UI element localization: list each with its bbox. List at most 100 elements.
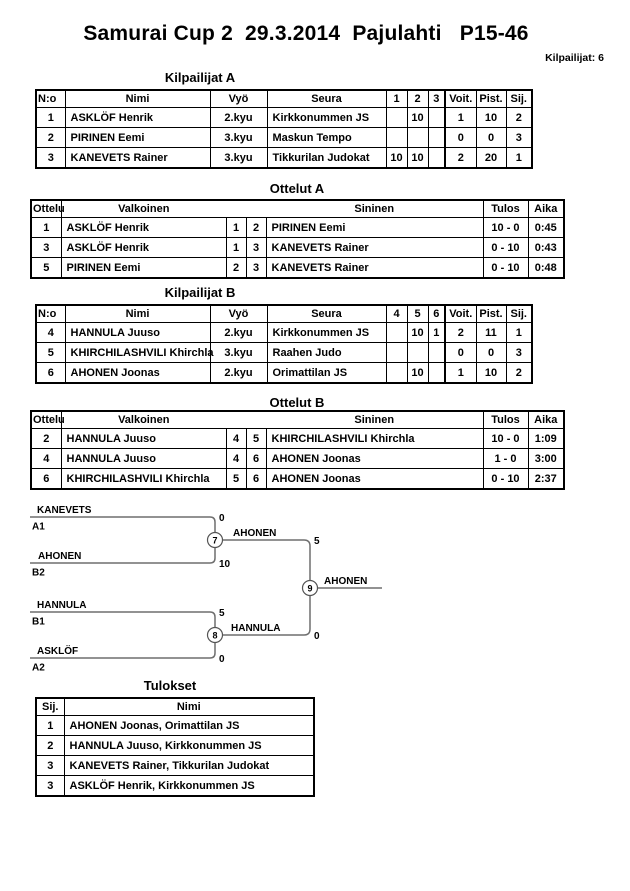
result-row: 2 HANNULA Juuso, Kirkkonummen JS [35,735,315,756]
results-table: Sij. Nimi 1 AHONEN Joonas, Orimattilan J… [35,697,315,797]
place: 1 [505,147,533,169]
place: 2 [505,107,533,128]
col-header-m1: 1 [385,89,408,108]
bracket-entry-name: KANEVETS [37,505,92,516]
pool-b-table: N:o Nimi Vyö Seura 4 5 6 Voit. Pist. Sij… [35,304,533,384]
bracket-entry-name: AHONEN [38,551,81,562]
match-number: 1 [30,217,62,238]
pool-b-header-row: N:o Nimi Vyö Seura 4 5 6 Voit. Pist. Sij… [35,304,533,323]
col-header-club: Seura [266,89,387,108]
place: 1 [505,322,533,343]
competitor-row: 3 KANEVETS Rainer 3.kyu Tikkurilan Judok… [35,147,533,169]
match-points [427,362,446,384]
points: 0 [475,342,507,363]
results-header-row: Sij. Nimi [35,697,315,716]
col-header-points: Pist. [475,304,507,323]
match-number: 3 [30,237,62,258]
bracket-score: 5 [314,536,320,547]
white-number: 5 [225,468,247,490]
wins: 2 [444,147,477,169]
bracket-line [222,595,311,636]
competitor-name: KANEVETS Rainer [64,147,211,169]
match-result: 1 - 0 [482,448,529,469]
bracket-score: 10 [219,559,231,570]
competitor-belt: 2.kyu [209,107,268,128]
competitor-row: 1 ASKLÖF Henrik 2.kyu Kirkkonummen JS 10… [35,107,533,128]
match-result: 0 - 10 [482,237,529,258]
col-header-place: Sij. [505,304,533,323]
match-row: 6 KHIRCHILASHVILI Khirchla 5 6 AHONEN Jo… [30,468,565,490]
blue-competitor: PIRINEN Eemi [265,217,484,238]
matches-b-header-row: Ottelu Valkoinen Sininen Tulos Aika [30,410,565,429]
white-number: 1 [225,237,247,258]
competitor-name: KHIRCHILASHVILI Khirchla [64,342,214,363]
blue-number: 3 [245,237,267,258]
medal-bracket: 7 8 9 KANEVETS A1 0 AHONEN B2 10 AHONEN … [30,505,382,674]
result-name: AHONEN Joonas, Orimattilan JS [63,715,315,736]
page-title: Samurai Cup 2 29.3.2014 Pajulahti P15-46 [83,22,529,45]
match-points [406,127,429,148]
blue-competitor: KANEVETS Rainer [265,257,484,279]
match-number: 2 [30,428,62,449]
col-header-belt: Vyö [209,304,268,323]
col-header-wins: Voit. [444,304,477,323]
points: 0 [475,127,507,148]
col-header-time: Aika [527,410,565,429]
match-time: 0:45 [527,217,565,238]
col-header-belt: Vyö [209,89,268,108]
match-points [427,127,446,148]
wins: 1 [444,362,477,384]
match-result: 10 - 0 [482,217,529,238]
match-points [385,322,408,343]
blue-number: 3 [245,257,267,279]
competitor-row: 2 PIRINEN Eemi 3.kyu Maskun Tempo 0 0 3 [35,127,533,148]
wins: 0 [444,127,477,148]
match-points [385,127,408,148]
col-header-no: N:o [35,89,66,108]
place: 2 [505,362,533,384]
pool-a-header-row: N:o Nimi Vyö Seura 1 2 3 Voit. Pist. Sij… [35,89,533,108]
white-competitor: HANNULA Juuso [60,428,227,449]
result-place: 1 [35,715,65,736]
competitor-number: 1 [35,107,66,128]
bracket-line [30,516,216,533]
pool-a-table: N:o Nimi Vyö Seura 1 2 3 Voit. Pist. Sij… [35,89,533,169]
competitor-row: 5 KHIRCHILASHVILI Khirchla 3.kyu Raahen … [35,342,533,363]
competitor-number: 6 [35,362,66,384]
competitor-club: Kirkkonummen JS [266,107,387,128]
match-points: 10 [406,147,429,169]
bracket-score: 5 [219,608,225,619]
col-header-no: N:o [35,304,66,323]
bracket-score: 0 [219,513,225,524]
blue-competitor: KHIRCHILASHVILI Khirchla [265,428,484,449]
col-header-wins: Voit. [444,89,477,108]
col-header-spacer [226,199,246,218]
bracket-entry-name: HANNULA [37,600,86,611]
col-header-result: Tulos [482,410,529,429]
points: 10 [475,107,507,128]
blue-number: 5 [245,428,267,449]
result-place: 3 [35,775,65,797]
result-name: HANNULA Juuso, Kirkkonummen JS [63,735,315,756]
points: 10 [475,362,507,384]
bracket-entry-name: ASKLÖF [37,644,78,657]
col-header-white: Valkoinen [60,199,226,218]
col-header-result: Tulos [482,199,529,218]
col-header-m3: 3 [427,89,446,108]
match-points [427,342,446,363]
competitor-club: Orimattilan JS [266,362,387,384]
col-header-blue: Sininen [266,199,483,218]
result-name: ASKLÖF Henrik, Kirkkonummen JS [63,775,315,797]
white-number: 4 [225,428,247,449]
result-row: 3 ASKLÖF Henrik, Kirkkonummen JS [35,775,315,797]
match-points [427,107,446,128]
matches-a-table: Ottelu Valkoinen Sininen Tulos Aika 1 AS… [30,199,565,279]
col-header-club: Seura [266,304,387,323]
match-number: 4 [30,448,62,469]
col-header-place: Sij. [505,89,533,108]
points: 20 [475,147,507,169]
competitor-name: ASKLÖF Henrik [64,107,211,128]
match-points [385,107,408,128]
col-header-points: Pist. [475,89,507,108]
